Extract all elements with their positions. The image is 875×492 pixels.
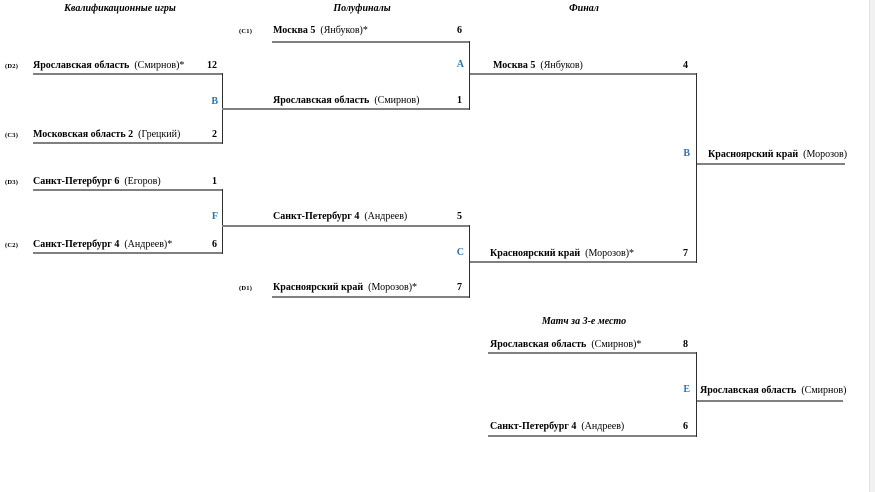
connector-label: E xyxy=(683,384,690,395)
right-edge-gutter xyxy=(869,0,875,492)
bracket-line-h xyxy=(33,73,223,75)
coach-name: (Смирнов) xyxy=(801,385,847,396)
team-name: Московская область 2 xyxy=(33,129,134,140)
score: 6 xyxy=(457,25,462,36)
score: 5 xyxy=(457,211,462,222)
score: 12 xyxy=(207,60,217,71)
coach-name: (Егоров) xyxy=(124,176,161,187)
bracket-line-v xyxy=(222,189,223,254)
coach-name: (Смирнов) xyxy=(374,95,420,106)
bracket-line-h xyxy=(272,296,470,298)
coach-name: (Андреев) xyxy=(581,421,625,432)
coach-name: (Морозов)* xyxy=(368,282,418,293)
connector-label: B xyxy=(211,96,218,107)
coach-name: (Андреев)* xyxy=(124,239,173,250)
team-name: Красноярский край xyxy=(273,282,364,293)
coach-name: (Морозов) xyxy=(803,149,848,160)
team-name: Санкт-Петербург 4 xyxy=(490,421,577,432)
connector-label: A xyxy=(456,59,464,70)
coach-name: (Янбуков)* xyxy=(320,25,368,36)
header-third-place-match: Матч за 3-е место xyxy=(541,316,627,327)
score: 4 xyxy=(683,60,688,71)
third-place-winner-name: Ярославская область (Смирнов) xyxy=(700,385,846,396)
bracket-line-h xyxy=(222,108,470,110)
coach-name: (Грецкий) xyxy=(138,129,181,140)
team-name: Санкт-Петербург 6 xyxy=(33,176,120,187)
seed-label: (C2) xyxy=(5,242,19,249)
champion-name: Красноярский край (Морозов) xyxy=(708,149,847,160)
column-header-final: Финал xyxy=(569,3,599,14)
team-row: Ярославская область (Смирнов)* 12 xyxy=(33,60,219,73)
coach-name: (Смирнов)* xyxy=(134,60,185,71)
score: 7 xyxy=(683,248,688,259)
bracket-line-h xyxy=(33,189,223,191)
team-name: Ярославская область xyxy=(33,60,130,71)
score: 6 xyxy=(683,421,688,432)
team-name: Ярославская область xyxy=(700,385,797,396)
score: 2 xyxy=(212,129,217,140)
coach-name: (Смирнов)* xyxy=(591,339,642,350)
connector-label: B xyxy=(683,148,690,159)
bracket-line-h xyxy=(33,252,223,254)
team-row: Красноярский край (Морозов)* 7 xyxy=(273,282,464,295)
team-name: Ярославская область xyxy=(490,339,587,350)
team-row: Красноярский край (Морозов)* 7 xyxy=(490,248,690,261)
bracket-line-h xyxy=(272,41,470,43)
bracket-line-h xyxy=(222,225,470,227)
seed-label: (C1) xyxy=(239,28,253,35)
team-row: Санкт-Петербург 4 (Андреев) 5 xyxy=(273,211,464,224)
bracket-line-v xyxy=(696,352,697,437)
team-row: Москва 5 (Янбуков) 4 xyxy=(493,60,690,73)
connector-label: C xyxy=(456,247,464,258)
score: 8 xyxy=(683,339,688,350)
team-name: Санкт-Петербург 4 xyxy=(33,239,120,250)
score: 1 xyxy=(457,95,462,106)
seed-label: (D3) xyxy=(5,179,19,186)
bracket-line-h xyxy=(33,142,223,144)
bracket-line-h xyxy=(488,435,697,437)
bracket-line-v xyxy=(469,225,470,298)
connector-label: F xyxy=(211,211,218,222)
bracket-line-v xyxy=(469,41,470,110)
team-name: Красноярский край xyxy=(490,248,581,259)
team-name: Москва 5 xyxy=(493,60,536,71)
team-row: Московская область 2 (Грецкий) 2 xyxy=(33,129,219,142)
team-row: Москва 5 (Янбуков)* 6 xyxy=(273,25,464,38)
seed-label: (C3) xyxy=(5,132,19,139)
coach-name: (Морозов)* xyxy=(585,248,635,259)
team-name: Красноярский край xyxy=(708,149,799,160)
column-header-qualification: Квалификационные игры xyxy=(64,3,176,14)
seed-label: (D1) xyxy=(239,285,253,292)
bracket-line-h xyxy=(697,400,843,402)
team-name: Ярославская область xyxy=(273,95,370,106)
team-name: Москва 5 xyxy=(273,25,316,36)
team-row: Ярославская область (Смирнов)* 8 xyxy=(490,339,690,352)
score: 6 xyxy=(212,239,217,250)
seed-label: (D2) xyxy=(5,63,19,70)
team-row: Ярославская область (Смирнов) 1 xyxy=(273,95,464,108)
coach-name: (Андреев) xyxy=(364,211,408,222)
team-name: Санкт-Петербург 4 xyxy=(273,211,360,222)
bracket-line-h xyxy=(697,163,845,165)
bracket-line-h xyxy=(470,73,697,75)
team-row: Санкт-Петербург 6 (Егоров) 1 xyxy=(33,176,219,189)
score: 1 xyxy=(212,176,217,187)
team-row: Санкт-Петербург 4 (Андреев)* 6 xyxy=(33,239,219,252)
bracket-line-v xyxy=(696,73,697,263)
coach-name: (Янбуков) xyxy=(540,60,583,71)
column-header-semifinals: Полуфиналы xyxy=(333,3,391,14)
bracket-line-h xyxy=(488,352,697,354)
bracket-line-h xyxy=(470,261,697,263)
score: 7 xyxy=(457,282,462,293)
team-row: Санкт-Петербург 4 (Андреев) 6 xyxy=(490,421,690,434)
